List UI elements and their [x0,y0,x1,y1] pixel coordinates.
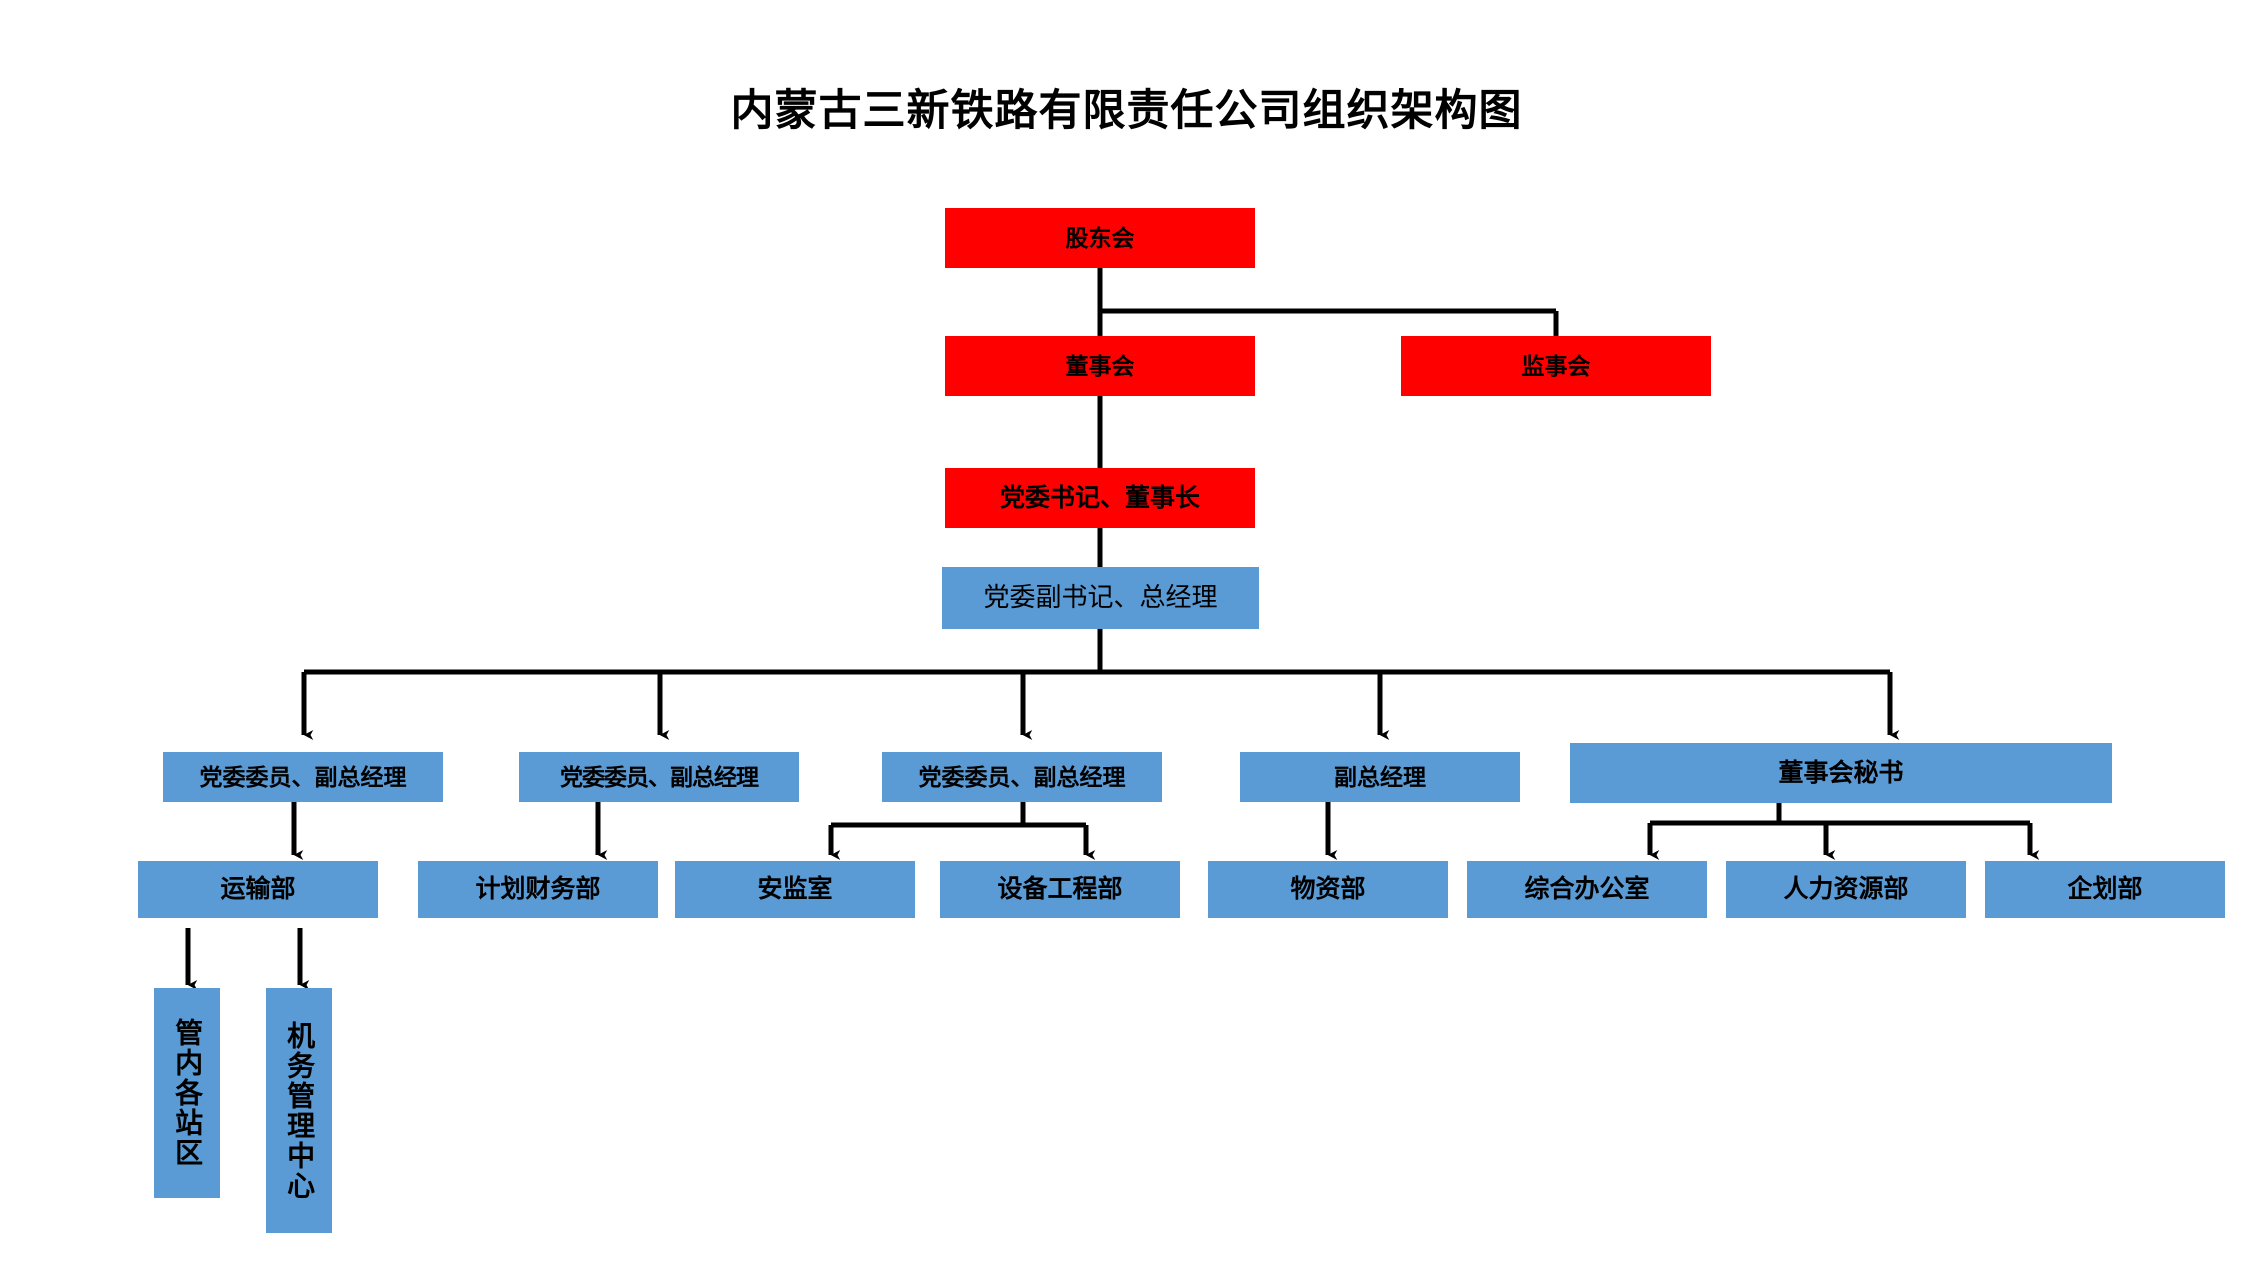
node-dept-hr-label: 人力资源部 [1783,875,1909,904]
node-dept-planning-label: 企划部 [2067,875,2143,904]
node-board[interactable]: 董事会 [945,336,1255,396]
node-general-manager[interactable]: 党委副书记、总经理 [942,567,1259,629]
node-dept-office-label: 综合办公室 [1524,875,1650,904]
page-title-text: 内蒙古三新铁路有限责任公司组织架构图 [730,88,1523,135]
node-dept-safety[interactable]: 安监室 [675,861,915,918]
node-vp-3-label: 党委委员、副总经理 [918,763,1126,790]
node-board-secretary[interactable]: 董事会秘书 [1570,743,2112,803]
node-vp-3[interactable]: 党委委员、副总经理 [882,752,1162,802]
node-vp-1-label: 党委委员、副总经理 [199,763,407,790]
node-unit-locomotive[interactable]: 机务管理中心 [266,988,332,1233]
page-title: 内蒙古三新铁路有限责任公司组织架构图 [0,76,2245,138]
node-dept-materials-label: 物资部 [1290,875,1366,904]
node-dept-office[interactable]: 综合办公室 [1467,861,1707,918]
node-shareholders[interactable]: 股东会 [945,208,1255,268]
node-shareholders-label: 股东会 [1065,224,1135,251]
node-board-secretary-label: 董事会秘书 [1778,758,1904,787]
node-vp-2[interactable]: 党委委员、副总经理 [519,752,799,802]
node-dept-equipment[interactable]: 设备工程部 [940,861,1180,918]
node-dept-transport[interactable]: 运输部 [138,861,378,918]
node-chairman[interactable]: 党委书记、董事长 [945,468,1255,528]
node-supervisors-label: 监事会 [1521,352,1591,379]
node-vp-4-label: 副总经理 [1334,763,1426,790]
node-vp-4[interactable]: 副总经理 [1240,752,1520,802]
node-vp-1[interactable]: 党委委员、副总经理 [163,752,443,802]
node-dept-finance-label: 计划财务部 [475,875,601,904]
node-vp-2-label: 党委委员、副总经理 [560,763,759,790]
node-board-label: 董事会 [1065,352,1135,379]
node-dept-planning[interactable]: 企划部 [1985,861,2225,918]
node-unit-stations[interactable]: 管内各站区 [154,988,220,1198]
node-dept-hr[interactable]: 人力资源部 [1726,861,1966,918]
node-unit-locomotive-label: 机务管理中心 [284,1020,316,1201]
node-dept-materials[interactable]: 物资部 [1208,861,1448,918]
node-unit-stations-label: 管内各站区 [172,1018,204,1168]
node-dept-equipment-label: 设备工程部 [997,875,1123,904]
node-dept-safety-label: 安监室 [757,875,833,904]
node-general-manager-label: 党委副书记、总经理 [983,582,1218,613]
node-chairman-label: 党委书记、董事长 [999,483,1200,512]
node-dept-transport-label: 运输部 [220,875,296,904]
node-supervisors[interactable]: 监事会 [1401,336,1711,396]
node-dept-finance[interactable]: 计划财务部 [418,861,658,918]
